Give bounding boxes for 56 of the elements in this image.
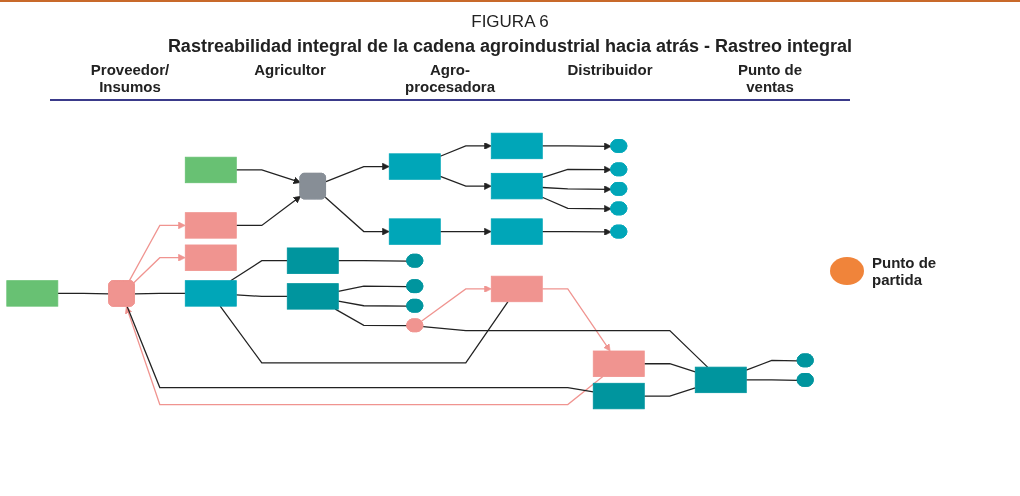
node-box [184, 244, 237, 271]
column-header: Punto de ventas [736, 61, 804, 95]
node-box [184, 212, 237, 239]
connector [422, 325, 709, 368]
node-box [490, 132, 543, 160]
arrow [439, 227, 492, 236]
arrow [325, 162, 390, 183]
connector [337, 285, 408, 292]
arrow [439, 175, 492, 190]
connector [643, 363, 696, 373]
column-header: Proveedor/ Insumos [89, 61, 171, 95]
arrow [541, 185, 612, 193]
node-box [184, 156, 237, 184]
arrow [541, 142, 612, 151]
arrow [125, 306, 604, 406]
node-box [286, 247, 339, 274]
arrow [133, 254, 186, 284]
connector [230, 260, 288, 282]
arrow [439, 142, 492, 157]
column-header: Agricultor [253, 61, 327, 80]
connector [57, 292, 110, 295]
node-box [592, 382, 645, 410]
node-box [490, 218, 543, 245]
arrow [235, 195, 301, 227]
connector [643, 387, 696, 397]
connector [134, 292, 186, 295]
connector [745, 359, 799, 371]
figure-title: Rastreabilidad integral de la cadena agroindustrial hacia atrás - Rastreo integral [166, 36, 854, 57]
arrow [324, 196, 390, 236]
connector [219, 301, 509, 364]
node-box [694, 366, 747, 394]
column-header: Agro- procesadora [403, 61, 496, 95]
arrow [235, 169, 301, 184]
connector [126, 305, 594, 393]
figure-number: FIGURA 6 [470, 12, 550, 32]
node-box [286, 283, 339, 310]
node-box [388, 153, 441, 180]
arrow [541, 288, 611, 352]
arrow [420, 285, 492, 322]
node-box [184, 280, 237, 307]
connector [334, 308, 408, 327]
connector [745, 379, 799, 381]
node-box [6, 280, 59, 307]
column-header: Distribuidor [566, 61, 654, 80]
node-box [388, 218, 441, 245]
legend-label: Punto de partida [872, 254, 938, 288]
connector [337, 260, 408, 262]
node-box [592, 350, 645, 377]
connector [337, 300, 408, 307]
arrow [541, 196, 612, 213]
arrow [541, 165, 612, 179]
arrow [541, 228, 612, 236]
connector [235, 294, 288, 298]
node-box [490, 172, 543, 200]
arrow [128, 221, 186, 282]
node-box [490, 275, 543, 303]
